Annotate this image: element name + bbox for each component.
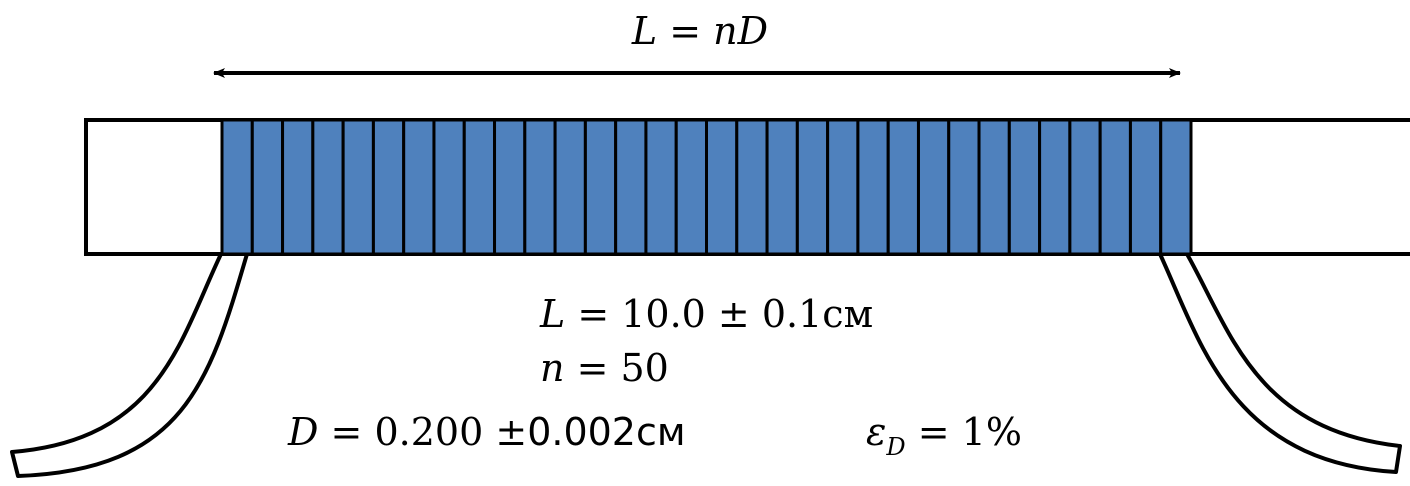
diameter-value-label: D = 0.200 ±0.002см	[287, 410, 686, 454]
winding-turn	[402, 118, 436, 256]
right-wire-lead	[1158, 252, 1402, 474]
winding-turn	[947, 118, 981, 256]
winding-turn	[583, 118, 618, 256]
winding-turn	[826, 118, 860, 256]
winding-turn	[462, 118, 497, 256]
winding-turn	[432, 118, 466, 256]
winding-turn	[644, 118, 678, 256]
winding-turn	[1068, 118, 1102, 256]
winding-turn	[765, 118, 799, 256]
length-value-label: L = 10.0 ± 0.1см	[539, 292, 873, 336]
winding-turns	[220, 118, 1193, 256]
winding-turn	[795, 118, 830, 256]
winding-turn	[614, 118, 648, 256]
winding-turn	[674, 118, 708, 256]
winding-turn	[523, 118, 557, 256]
winding-turn	[281, 118, 315, 256]
winding-turn	[1007, 118, 1042, 256]
left-wire-lead	[10, 252, 249, 478]
winding-turn	[886, 118, 920, 256]
winding-turn	[493, 118, 527, 256]
winding-turn	[856, 118, 890, 256]
winding-turn	[1038, 118, 1072, 256]
relative-error-label: εD = 1%	[866, 410, 1022, 461]
winding-turn	[916, 118, 951, 256]
winding-turn	[1098, 118, 1132, 256]
winding-turn	[220, 118, 254, 256]
winding-turn	[553, 118, 587, 256]
winding-turn	[250, 118, 285, 256]
winding-turn	[1159, 118, 1193, 256]
winding-turn	[371, 118, 406, 256]
winding-turn	[735, 118, 769, 256]
winding-turn	[311, 118, 345, 256]
winding-turn	[341, 118, 375, 256]
winding-turn	[705, 118, 739, 256]
turns-value-label: n = 50	[540, 346, 669, 390]
length-formula-label: L = nD	[631, 9, 768, 53]
winding-turn	[977, 118, 1011, 256]
winding-turn	[1128, 118, 1163, 256]
